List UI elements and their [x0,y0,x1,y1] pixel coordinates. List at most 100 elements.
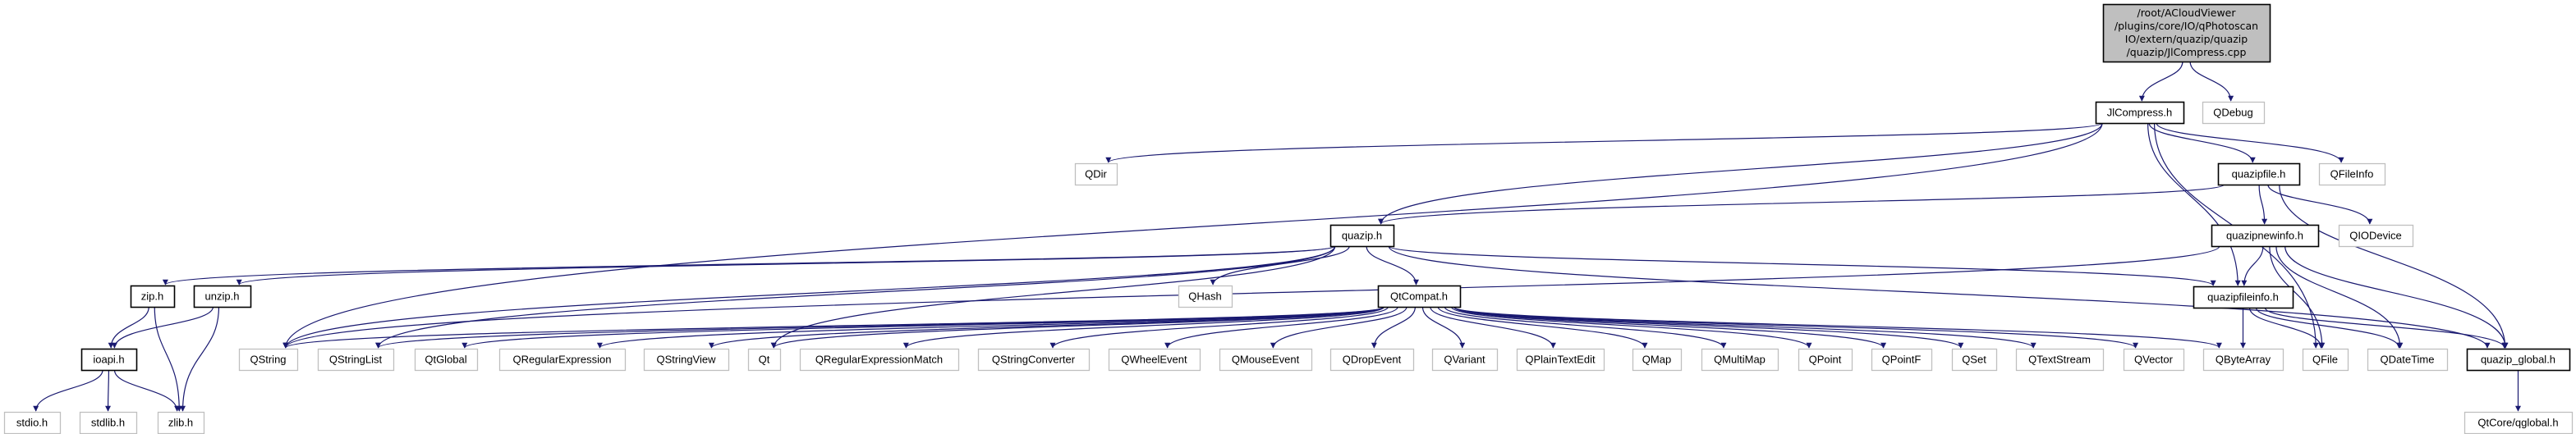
node-label: ioapi.h [93,354,124,366]
edge-quazip-to-Qt [770,245,1336,349]
edge-quazip-to-QtCompat [1366,245,1420,286]
graph-node-QtCompat[interactable]: QtCompat.h [1377,285,1462,308]
node-box [317,348,395,372]
node-label: QFileInfo [2330,168,2374,180]
graph-node-unzip[interactable]: unzip.h [193,285,252,308]
graph-node-Qt: Qt [747,348,782,372]
node-box [2367,348,2449,372]
graph-node-QDropEvent: QDropEvent [1329,348,1415,372]
node-label: QHash [1188,290,1221,303]
node-label-line: IO/extern/quazip/quazip [2125,33,2248,45]
edge-unzip-to-zlib [180,306,220,412]
node-label: QPoint [1809,354,1842,366]
graph-node-QSet: QSet [1951,348,1998,372]
node-box [1108,348,1201,372]
node-box [1074,162,1118,186]
edge-JlCompress-to-QDir [1105,122,2103,163]
node-box [1632,348,1683,372]
edge-unzip-to-ioapi [111,306,214,349]
node-box [414,348,479,372]
graph-node-QTextStream: QTextStream [2015,348,2105,372]
graph-node-zip[interactable]: zip.h [130,285,176,308]
node-box[interactable] [2095,101,2185,125]
node-label: JlCompress.h [2107,107,2172,119]
edge-quazipnewinfo-to-QDateTime [2275,245,2404,349]
edge-ioapi-to-zlib [113,369,181,412]
node-label-line: /plugins/core/IO/qPhotoscan [2115,20,2258,32]
graph-node-quazipnewinfo[interactable]: quazipnewinfo.h [2211,224,2320,248]
node-label: Qt [759,354,770,366]
node-box[interactable] [2466,348,2571,372]
node-label: QRegularExpressionMatch [815,354,943,366]
edge-quazip-to-QString [282,245,1336,349]
node-box[interactable] [193,285,252,308]
graph-node-quazipfile[interactable]: quazipfile.h [2217,162,2301,186]
node-box [498,348,627,372]
graph-node-quazipfileinfo[interactable]: quazipfileinfo.h [2193,286,2294,309]
node-box [2202,101,2266,125]
graph-node-JlCompress[interactable]: JlCompress.h [2095,101,2185,125]
node-box[interactable] [2211,224,2320,248]
node-box [2123,348,2185,372]
edge-JlCompress-to-quazip [1378,122,2103,225]
node-label: QTextStream [2028,354,2091,366]
node-box[interactable] [1377,285,1462,308]
edge-QtCompat-to-QByteArray [1453,306,2222,349]
graph-node-QVector: QVector [2123,348,2185,372]
graph-node-QPlainTextEdit: QPlainTextEdit [1516,348,1605,372]
node-label: zip.h [141,290,163,303]
node-box [157,411,205,434]
node-label: stdio.h [16,417,48,429]
node-box [1178,285,1233,308]
node-box [799,348,960,372]
node-box[interactable] [2217,162,2301,186]
graph-node-QMap: QMap [1632,348,1683,372]
edge-quazipfile-to-quazip_global [2279,184,2509,349]
graph-node-root[interactable]: /root/ACloudViewer/plugins/core/IO/qPhot… [2102,3,2271,63]
graph-node-ioapi[interactable]: ioapi.h [80,348,138,372]
edge-QtCompat-to-QRegularExpressionMatch [903,306,1385,349]
graph-node-QtGlobal: QtGlobal [414,348,479,372]
node-label: QWheelEvent [1121,354,1187,366]
node-box[interactable] [130,285,176,308]
edge-ioapi-to-stdio [33,369,103,412]
graph-node-quazip[interactable]: quazip.h [1329,224,1395,248]
edge-quazipnewinfo-to-QFile [2269,245,2326,349]
edge-JlCompress-to-QFileInfo [2156,122,2344,163]
edge-QtCompat-to-QStringList [375,306,1385,349]
edge-QtCompat-to-QPointF [1453,306,1886,349]
edge-zip-to-ioapi [108,306,149,349]
edge-quazip-to-zip [163,245,1336,286]
node-box [747,348,782,372]
node-label: QVariant [1444,354,1485,366]
nodes-layer: /root/ACloudViewer/plugins/core/IO/qPhot… [3,3,2574,434]
edge-QtCompat-to-QTextStream [1453,306,2036,349]
edge-root-to-QDebug [2189,61,2234,102]
node-box[interactable] [2193,286,2294,309]
node-box[interactable] [2102,3,2271,63]
node-box[interactable] [1329,224,1395,248]
graph-node-quazip_global[interactable]: quazip_global.h [2466,348,2571,372]
edge-quazipfileinfo-to-QDateTime [2255,307,2402,349]
graph-node-QStringList: QStringList [317,348,395,372]
graph-node-zlib: zlib.h [157,411,205,434]
node-box [1871,348,1933,372]
node-label: quazipnewinfo.h [2226,230,2303,242]
edges-layer [33,61,2521,412]
edge-zip-to-zlib [154,306,182,412]
graph-node-QByteArray: QByteArray [2202,348,2284,372]
node-label: QDir [1085,168,1107,180]
graph-node-QPointF: QPointF [1871,348,1933,372]
graph-node-stdio: stdio.h [3,411,62,434]
graph-node-QWheelEvent: QWheelEvent [1108,348,1201,372]
graph-node-QFile: QFile [2302,348,2349,372]
node-box [1219,348,1313,372]
node-label: QFile [2312,354,2338,366]
node-label: unzip.h [205,290,240,303]
node-box[interactable] [80,348,138,372]
graph-node-QDebug: QDebug [2202,101,2266,125]
node-label: QStringList [329,354,383,366]
graph-node-QDir: QDir [1074,162,1118,186]
node-label: QDropEvent [1343,354,1402,366]
edge-quazip-to-quazip_global [1388,245,2491,349]
